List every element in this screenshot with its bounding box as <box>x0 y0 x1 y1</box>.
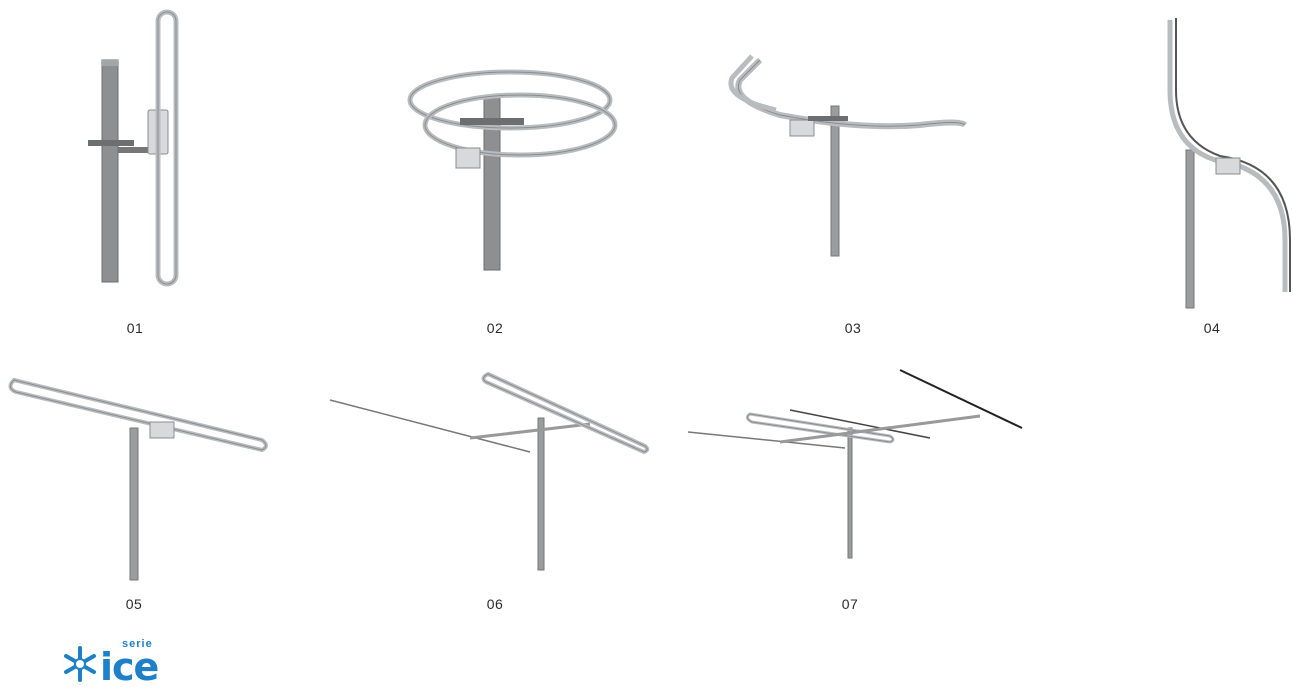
snowflake-icon <box>64 646 96 682</box>
product-label: 02 <box>486 320 504 336</box>
ring-omni-antenna-icon <box>728 54 968 257</box>
s-curve-dipole-antenna-icon <box>1167 18 1291 309</box>
product-05[interactable]: 05 <box>0 370 280 612</box>
product-02[interactable]: 02 <box>400 0 630 336</box>
product-label: 06 <box>486 596 504 612</box>
horizontal-folded-dipole-antenna-icon <box>8 377 268 581</box>
product-07[interactable]: 07 <box>680 369 1030 612</box>
product-label: 05 <box>125 596 143 612</box>
product-label: 01 <box>126 320 144 336</box>
logo-word: ice <box>100 645 159 689</box>
product-03[interactable]: 03 <box>720 0 980 336</box>
four-element-yagi-antenna-icon <box>687 369 1023 559</box>
product-06[interactable]: 06 <box>320 370 660 612</box>
product-01[interactable]: 01 <box>60 0 220 336</box>
double-ring-omni-antenna-icon <box>407 69 618 271</box>
product-label: 03 <box>844 320 862 336</box>
two-element-yagi-antenna-icon <box>329 371 650 571</box>
product-label: 07 <box>841 596 859 612</box>
vertical-folded-dipole-antenna-icon <box>88 9 179 287</box>
product-label: 04 <box>1203 320 1221 336</box>
logo-serie-text: serie <box>122 638 153 650</box>
product-04[interactable]: 04 <box>1140 0 1293 336</box>
ice-series-logo: serie ice <box>60 638 200 686</box>
